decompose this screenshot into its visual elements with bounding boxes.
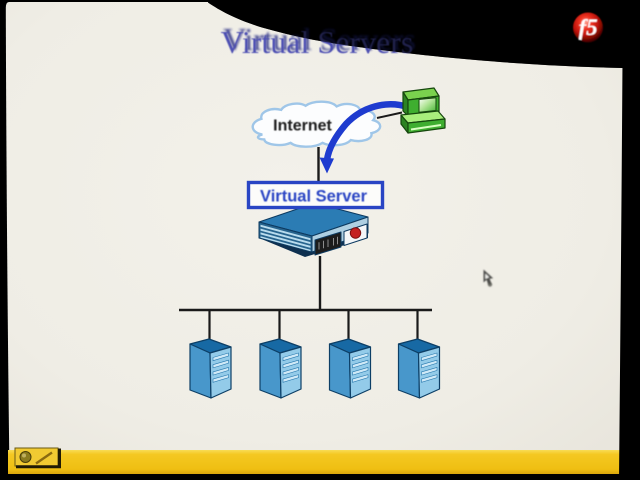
svg-text:f5: f5	[579, 15, 598, 40]
svg-text:Virtual Server: Virtual Server	[260, 188, 368, 206]
svg-text:Internet: Internet	[273, 118, 332, 135]
